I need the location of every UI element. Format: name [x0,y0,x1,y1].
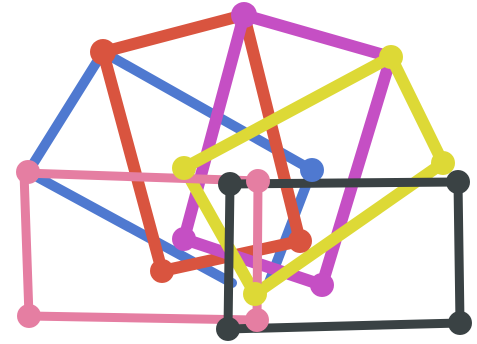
rod-frame-scene [0,0,477,344]
rod-frame-illustration [0,0,477,344]
